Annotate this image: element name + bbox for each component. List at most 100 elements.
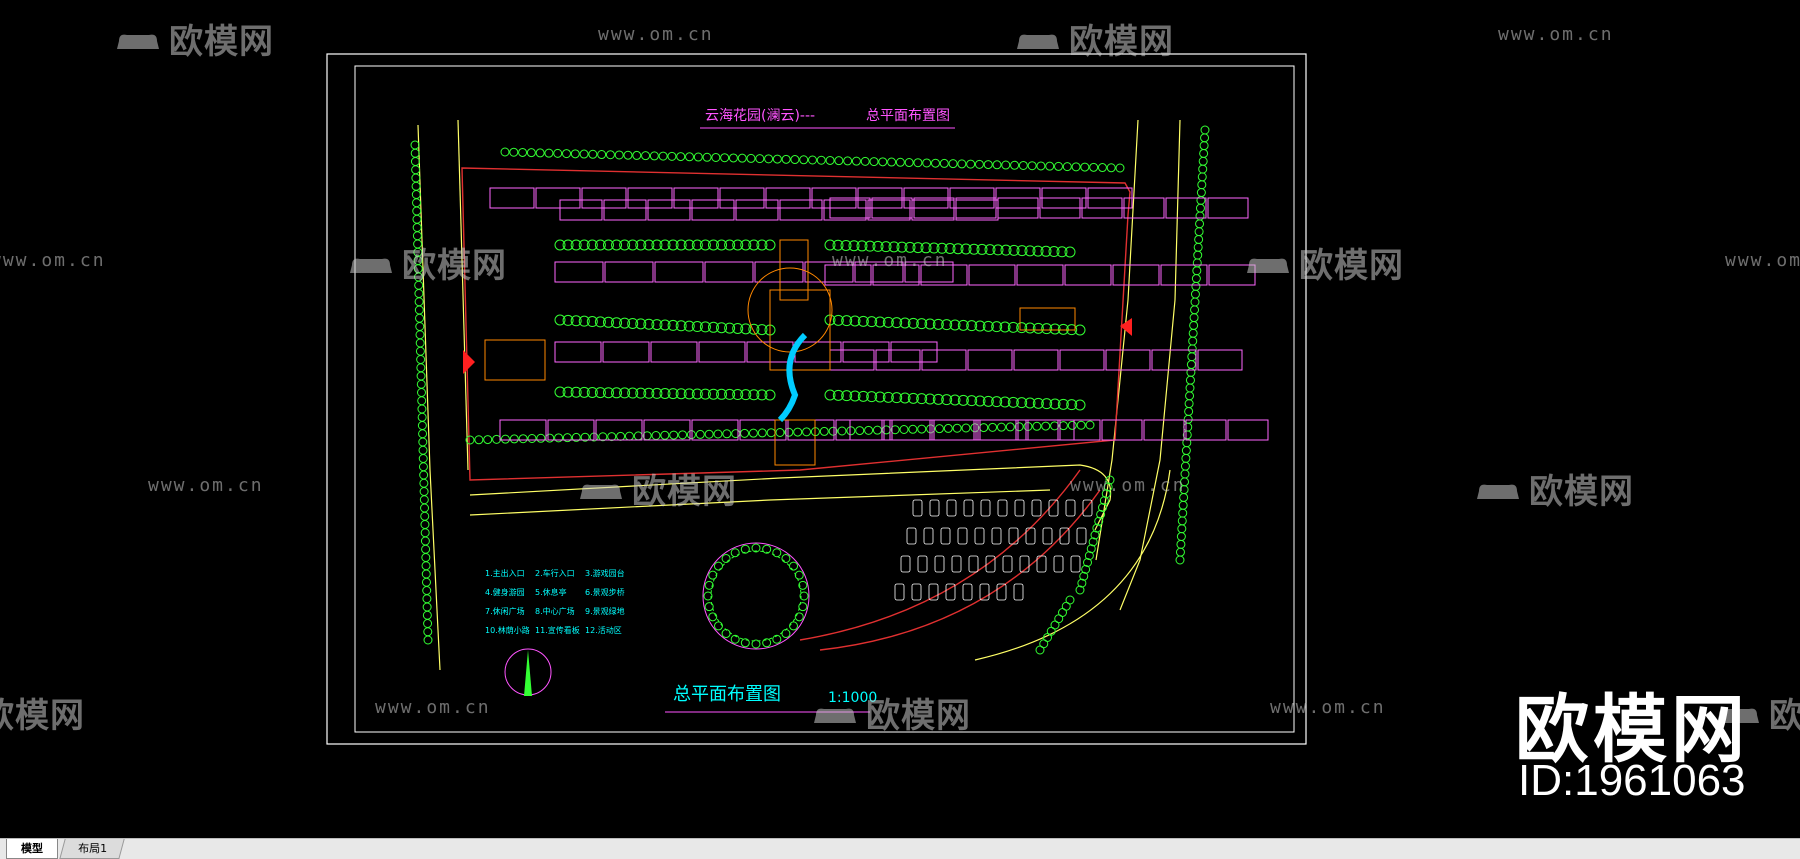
- tree: [1191, 281, 1201, 291]
- tree: [872, 425, 882, 435]
- tree: [602, 387, 614, 399]
- building: [1123, 197, 1165, 219]
- tree: [649, 151, 659, 161]
- building: [643, 419, 691, 441]
- tree: [890, 425, 900, 435]
- tree: [1184, 399, 1194, 409]
- tree: [952, 243, 964, 255]
- tree: [685, 152, 694, 162]
- legend-item: 8.中心广场: [535, 606, 575, 616]
- tree: [1041, 398, 1053, 410]
- parking-stall: [946, 499, 957, 517]
- tree: [869, 157, 879, 167]
- tree: [794, 612, 804, 622]
- tree: [724, 239, 736, 251]
- building: [1197, 349, 1243, 371]
- tree: [1190, 289, 1200, 299]
- tree: [896, 241, 908, 253]
- tree: [960, 243, 972, 255]
- tree: [1186, 360, 1196, 370]
- tree: [1071, 162, 1081, 172]
- tree: [864, 425, 874, 435]
- tree: [1196, 188, 1206, 198]
- tree: [1041, 323, 1053, 335]
- legend-item: 7.休闲广场: [485, 606, 525, 616]
- tree: [757, 428, 767, 438]
- entrance-east-marker: [1120, 318, 1132, 336]
- tree: [740, 389, 752, 401]
- tab-layout1[interactable]: 布局1: [59, 839, 125, 859]
- building: [1143, 419, 1185, 441]
- tree: [535, 148, 545, 158]
- tree: [922, 158, 932, 168]
- cad-viewport[interactable]: 云海花园(澜云)--- 总平面布置图: [0, 0, 1800, 838]
- building: [829, 197, 871, 219]
- building: [997, 197, 1039, 219]
- tree: [841, 315, 853, 327]
- tab-model[interactable]: 模型: [6, 839, 58, 859]
- tree: [730, 548, 740, 558]
- tree: [703, 591, 713, 601]
- tree: [857, 315, 869, 327]
- tree: [1054, 161, 1063, 171]
- tree: [764, 389, 776, 401]
- building: [559, 199, 603, 221]
- building: [854, 261, 904, 283]
- tree: [891, 392, 903, 404]
- tree: [1016, 397, 1028, 409]
- tree: [1008, 244, 1020, 256]
- tree: [932, 393, 944, 405]
- tree: [1074, 399, 1086, 411]
- tree: [832, 314, 844, 326]
- building: [1185, 419, 1227, 441]
- tree: [732, 239, 744, 251]
- tree: [414, 297, 424, 307]
- north-arrow: [504, 648, 552, 696]
- tree: [907, 392, 919, 404]
- tree: [1027, 161, 1037, 171]
- roads: [417, 119, 1181, 671]
- building: [1151, 349, 1197, 371]
- tree: [526, 148, 536, 158]
- tree: [420, 520, 430, 529]
- tree: [1007, 321, 1019, 333]
- tree: [554, 386, 566, 398]
- tree: [1193, 250, 1203, 260]
- tree: [789, 561, 799, 571]
- parking-stall: [894, 583, 905, 601]
- tree: [686, 430, 696, 440]
- tree: [1081, 564, 1091, 574]
- parking-stall: [962, 583, 973, 601]
- tree: [966, 395, 978, 407]
- tree: [1094, 516, 1104, 526]
- parking-stall: [957, 527, 968, 545]
- building: [499, 419, 547, 441]
- tree: [895, 157, 905, 167]
- tree: [1049, 398, 1061, 410]
- tree: [562, 386, 574, 398]
- tree: [1098, 503, 1107, 512]
- parking-stall: [951, 555, 962, 573]
- parking-stall: [1002, 555, 1013, 573]
- tree: [633, 431, 643, 441]
- tree: [418, 462, 428, 472]
- tree: [1178, 500, 1188, 510]
- parking-stall: [1036, 555, 1047, 573]
- tree: [908, 424, 918, 434]
- tree: [1192, 258, 1202, 268]
- parking-stall: [1019, 555, 1030, 573]
- tree: [413, 247, 423, 257]
- tree: [1177, 524, 1187, 534]
- tree: [416, 363, 426, 373]
- tree: [659, 388, 671, 399]
- tree: [554, 314, 566, 326]
- building: [904, 261, 954, 283]
- tree: [966, 159, 976, 169]
- tree: [904, 241, 916, 253]
- parking-stall: [912, 499, 923, 517]
- tree: [728, 153, 738, 163]
- tree: [799, 155, 809, 165]
- legend-item: 4.健身游园: [485, 587, 525, 597]
- building: [604, 261, 654, 283]
- tree: [732, 322, 744, 334]
